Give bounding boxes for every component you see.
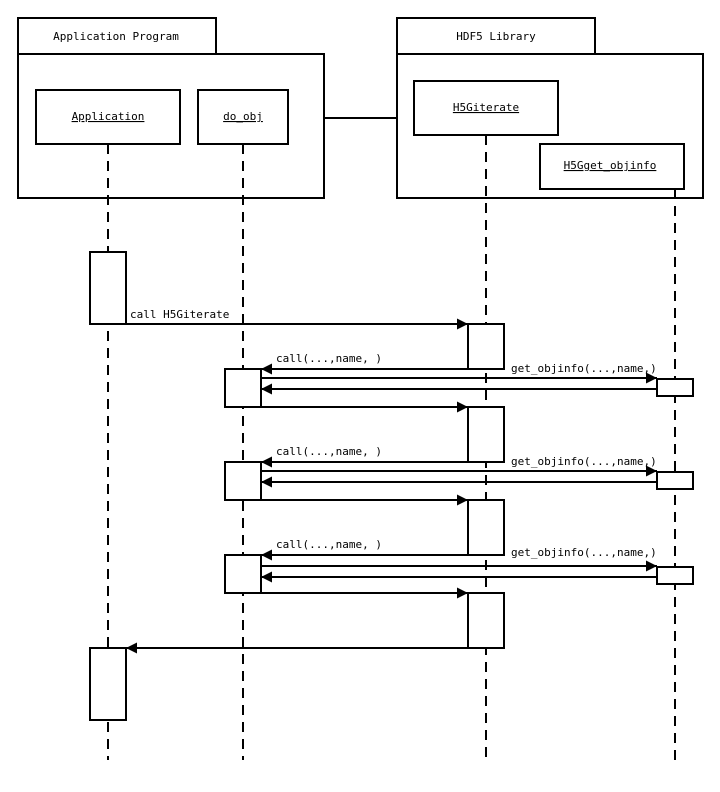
object-box bbox=[35, 89, 181, 145]
activation-h5giterate bbox=[467, 406, 505, 463]
object-do-obj: do_obj bbox=[197, 89, 289, 145]
activation-do-obj bbox=[224, 368, 262, 408]
object-h5gget-objinfo: H5Gget_objinfo bbox=[539, 143, 685, 190]
message-get-objinfo-label: get_objinfo(...,name,) bbox=[511, 362, 657, 375]
iteration-cycle-3: call(...,name, ) get_objinfo(...,name,) bbox=[224, 499, 694, 599]
activation-do-obj bbox=[224, 461, 262, 501]
package-tab bbox=[396, 17, 596, 55]
object-box bbox=[413, 80, 559, 136]
object-box bbox=[539, 143, 685, 190]
activation-h5giterate-final bbox=[467, 592, 505, 649]
package-tab bbox=[17, 17, 217, 55]
message-call-h5giterate-label: call H5Giterate bbox=[130, 308, 229, 321]
activation-h5giterate bbox=[467, 323, 505, 370]
iteration-cycle-1: call(...,name, ) get_objinfo(...,name,) bbox=[224, 323, 694, 413]
message-get-objinfo-label: get_objinfo(...,name,) bbox=[511, 455, 657, 468]
activation-h5giterate bbox=[467, 499, 505, 556]
activation-h5gget-objinfo bbox=[656, 566, 694, 585]
activation-h5gget-objinfo bbox=[656, 378, 694, 397]
object-h5giterate: H5Giterate bbox=[413, 80, 559, 136]
activation-h5gget-objinfo bbox=[656, 471, 694, 490]
object-label: H5Gget_objinfo bbox=[564, 159, 657, 172]
object-label: Application bbox=[72, 110, 145, 123]
message-callback-label: call(...,name, ) bbox=[276, 445, 382, 458]
activation-do-obj bbox=[224, 554, 262, 594]
activation-application-end bbox=[89, 647, 127, 721]
message-callback-label: call(...,name, ) bbox=[276, 538, 382, 551]
package-label: Application Program bbox=[53, 30, 179, 43]
activation-application-start bbox=[89, 251, 127, 325]
message-get-objinfo-label: get_objinfo(...,name,) bbox=[511, 546, 657, 559]
iteration-cycle-2: call(...,name, ) get_objinfo(...,name,) bbox=[224, 406, 694, 506]
package-label: HDF5 Library bbox=[456, 30, 536, 43]
message-callback-label: call(...,name, ) bbox=[276, 352, 382, 365]
object-label: do_obj bbox=[223, 110, 263, 123]
object-label: H5Giterate bbox=[453, 101, 519, 114]
object-application: Application bbox=[35, 89, 181, 145]
